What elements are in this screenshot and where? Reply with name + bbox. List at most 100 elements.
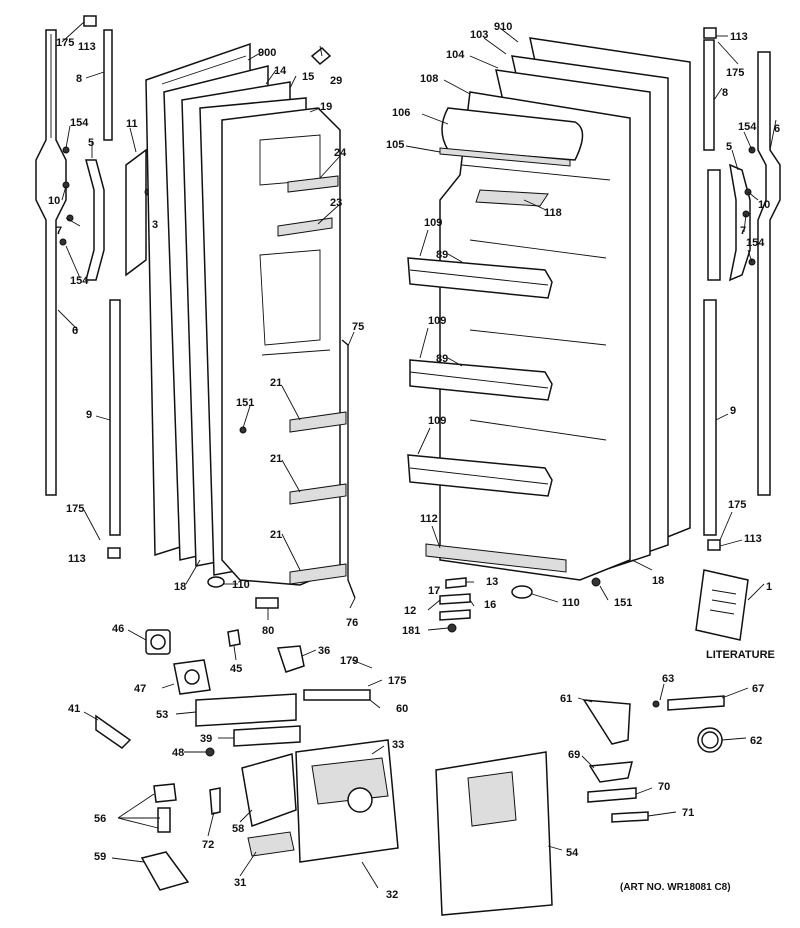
callout-112: 112 — [420, 513, 438, 525]
callout-108: 108 — [420, 73, 438, 85]
callout-71: 71 — [682, 807, 694, 819]
callout-151: 151 — [614, 597, 632, 609]
callout-13: 13 — [486, 576, 498, 588]
callout-21: 21 — [270, 453, 282, 465]
freezer-shelves — [277, 175, 347, 585]
callout-1: 1 — [766, 581, 772, 593]
callout-17: 17 — [428, 585, 440, 597]
callout-10: 10 — [48, 195, 60, 207]
callout-46: 46 — [112, 623, 124, 635]
callout-32: 32 — [386, 889, 398, 901]
dispenser-parts-right — [435, 695, 725, 916]
dispenser-housing — [241, 739, 399, 863]
callout-5: 5 — [726, 141, 732, 153]
freezer-rod-76 — [341, 339, 356, 599]
callout-23: 23 — [330, 197, 342, 209]
callout-9: 9 — [730, 405, 736, 417]
callout-75: 75 — [352, 321, 364, 333]
left-handle-cap-11 — [125, 148, 147, 277]
callout-5: 5 — [88, 137, 94, 149]
callout-53: 53 — [156, 709, 168, 721]
callout-179: 179 — [340, 655, 358, 667]
callout-54: 54 — [566, 847, 579, 859]
fresh-food-door-liner — [439, 91, 631, 581]
callout-151: 151 — [236, 397, 254, 409]
callout-6: 6 — [72, 325, 78, 337]
callout-110: 110 — [562, 597, 580, 609]
callout-63: 63 — [662, 673, 674, 685]
callout-106: 106 — [392, 107, 410, 119]
callout-910: 910 — [494, 21, 512, 33]
callout-3: 3 — [152, 219, 158, 231]
left-handle-trim-8 — [103, 29, 113, 141]
butter-tray-118 — [475, 189, 549, 207]
callout-109: 109 — [424, 217, 442, 229]
callout-58: 58 — [232, 823, 244, 835]
callout-21: 21 — [270, 529, 282, 541]
callout-181: 181 — [402, 625, 420, 637]
left-handle-5 — [85, 159, 105, 281]
callout-70: 70 — [658, 781, 670, 793]
callout-15: 15 — [302, 71, 314, 83]
callout-175: 175 — [728, 499, 746, 511]
callout-110: 110 — [232, 579, 250, 591]
callout-31: 31 — [234, 877, 246, 889]
callout-113: 113 — [78, 41, 96, 53]
callout-154: 154 — [746, 237, 765, 249]
callout-62: 62 — [750, 735, 762, 747]
callout-7: 7 — [56, 225, 62, 237]
art-number: (ART NO. WR18081 C8) — [620, 882, 731, 893]
callout-113: 113 — [68, 553, 86, 565]
callout-29: 29 — [330, 75, 342, 87]
callout-39: 39 — [200, 733, 212, 745]
callout-11: 11 — [126, 118, 138, 130]
callout-16: 16 — [484, 599, 496, 611]
left-handle-trim-6 — [35, 29, 67, 496]
callout-175: 175 — [726, 67, 744, 79]
callout-900: 900 — [258, 47, 276, 59]
leader-lines — [57, 21, 777, 889]
callout-67: 67 — [752, 683, 764, 695]
right-handle-5 — [707, 163, 751, 282]
callout-175: 175 — [56, 37, 74, 49]
callout-69: 69 — [568, 749, 580, 761]
literature-booklet — [695, 569, 749, 641]
right-handle-trim-6 — [757, 51, 781, 496]
freezer-small-parts — [207, 46, 332, 609]
callout-18: 18 — [174, 581, 186, 593]
callout-175: 175 — [66, 503, 84, 515]
callout-33: 33 — [392, 739, 404, 751]
callout-18: 18 — [652, 575, 664, 587]
callout-76: 76 — [346, 617, 358, 629]
callout-59: 59 — [94, 851, 106, 863]
callout-21: 21 — [270, 377, 282, 389]
callout-19: 19 — [320, 101, 332, 113]
callout-105: 105 — [386, 139, 404, 151]
callout-8: 8 — [722, 87, 728, 99]
callout-12: 12 — [404, 605, 416, 617]
callout-154: 154 — [738, 121, 757, 133]
callout-7: 7 — [740, 225, 746, 237]
callout-113: 113 — [744, 533, 762, 545]
bottom-trim-112 — [425, 543, 567, 573]
callout-14: 14 — [274, 65, 287, 77]
callout-72: 72 — [202, 839, 214, 851]
callout-175: 175 — [388, 675, 406, 687]
hinge-parts — [439, 577, 533, 633]
dispenser-parts-left — [95, 629, 371, 891]
callout-41: 41 — [68, 703, 80, 715]
callout-109: 109 — [428, 315, 446, 327]
callout-56: 56 — [94, 813, 106, 825]
callout-24: 24 — [334, 147, 347, 159]
callout-48: 48 — [172, 747, 184, 759]
callout-104: 104 — [446, 49, 465, 61]
callout-8: 8 — [76, 73, 82, 85]
callout-109: 109 — [428, 415, 446, 427]
callout-45: 45 — [230, 663, 242, 675]
callout-61: 61 — [560, 693, 572, 705]
callout-6: 6 — [774, 123, 780, 135]
callout-10: 10 — [758, 199, 770, 211]
screws-right — [591, 27, 756, 587]
callout-36: 36 — [318, 645, 330, 657]
